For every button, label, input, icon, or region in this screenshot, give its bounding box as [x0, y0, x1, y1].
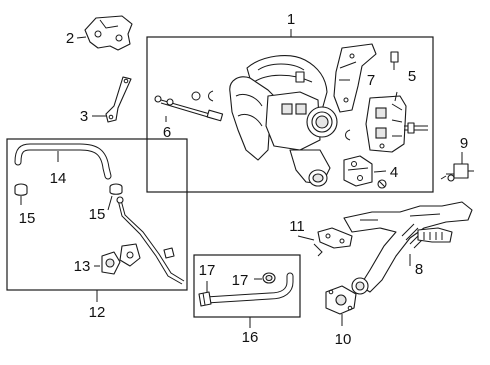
callout-2: 2	[66, 30, 74, 47]
callout-11: 11	[289, 218, 305, 235]
actuator-bracket-part	[343, 155, 373, 187]
flange-gasket-part	[325, 285, 357, 315]
callout-6: 6	[163, 124, 171, 141]
callout-3: 3	[80, 108, 88, 125]
bolt-part	[390, 51, 399, 70]
retaining-clip-part	[191, 90, 351, 141]
support-bracket-part	[105, 76, 132, 123]
oil-return-hose-part	[14, 143, 112, 180]
callout-10: 10	[335, 331, 352, 348]
callout-9: 9	[460, 135, 468, 152]
callout-15-right: 15	[89, 206, 106, 223]
callout-14: 14	[50, 170, 67, 187]
callout-13: 13	[74, 258, 91, 275]
hose-group-frame	[193, 254, 301, 318]
coolant-hose-part	[202, 272, 294, 304]
callout-16: 16	[242, 329, 259, 346]
heat-shield-part	[333, 43, 377, 113]
wastegate-actuator-part	[365, 95, 407, 153]
callout-17-left: 17	[199, 262, 216, 279]
exhaust-pipe-part	[343, 201, 473, 295]
hose-clamp-part	[198, 291, 212, 307]
heat-shield-bracket-part	[84, 15, 133, 51]
callout-1: 1	[287, 11, 295, 28]
sensor-part	[440, 163, 474, 182]
actuator-rod-part	[154, 95, 224, 122]
hose-clamp-part	[14, 183, 28, 196]
gasket-part	[313, 227, 353, 257]
callout-17-right: 17	[232, 272, 249, 289]
callout-7: 7	[367, 72, 375, 89]
bracket-bolt-part	[377, 179, 387, 189]
callout-4: 4	[390, 164, 398, 181]
oil-feed-pipe-part	[116, 196, 185, 285]
stud-bolt-part	[404, 122, 428, 134]
oil-gasket-part	[101, 251, 121, 275]
hose-clamp-part	[109, 183, 123, 195]
callout-15-left: 15	[19, 210, 36, 227]
callout-8: 8	[415, 261, 423, 278]
hose-clamp-part	[262, 272, 276, 284]
turbocharger-assembly-part	[229, 55, 338, 187]
turbocharger-group-frame	[146, 36, 434, 193]
callout-12: 12	[89, 304, 106, 321]
callout-5: 5	[408, 68, 416, 85]
